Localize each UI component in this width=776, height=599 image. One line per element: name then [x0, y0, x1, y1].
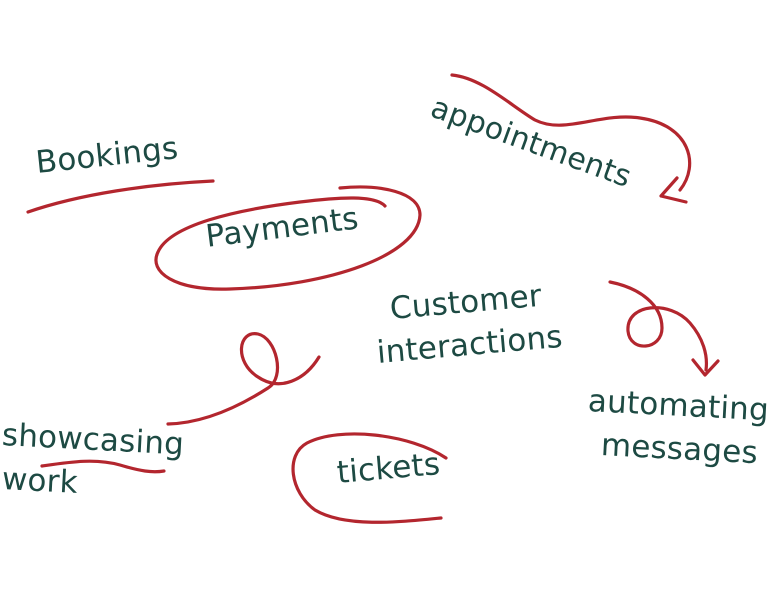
bookings-underline [26, 179, 215, 214]
label-tickets: tickets [335, 446, 442, 491]
label-automating-messages-line-1: automating [587, 383, 770, 429]
automating-loop-arrow [608, 280, 709, 372]
work-underline [40, 459, 166, 474]
payments-oval [154, 185, 422, 291]
automating-arrowhead [691, 358, 720, 377]
label-showcasing-work-line-1: showcasing [1, 417, 185, 463]
appointments-swoosh-arrow [450, 73, 692, 192]
label-automating-messages-line-2: messages [600, 427, 759, 472]
label-showcasing-work-line-2: work [1, 461, 79, 501]
tickets-oval [291, 432, 448, 524]
showcasing-loop-line [166, 332, 321, 426]
appointments-arrowhead [659, 176, 688, 204]
